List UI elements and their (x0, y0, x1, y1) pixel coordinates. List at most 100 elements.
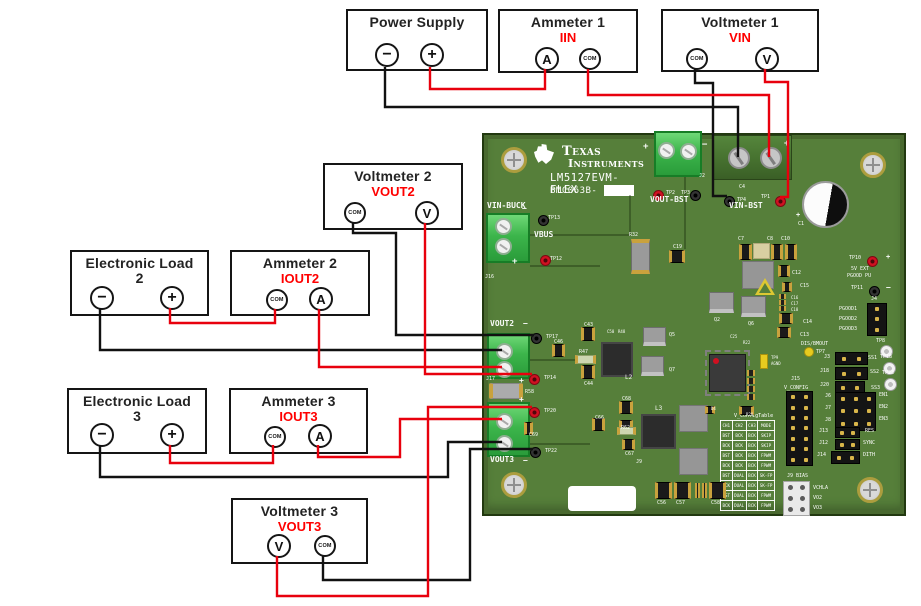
silkscreen-label: C44 (584, 381, 594, 387)
ammeter-1-title: Ammeter 1 (530, 14, 606, 30)
pcb-tpr (775, 196, 786, 207)
pcb-hole (501, 147, 527, 173)
pin (839, 442, 844, 447)
config-cell: BCK (745, 450, 759, 461)
electronic-load-2-pos-terminal: + (160, 286, 184, 310)
pin (791, 405, 796, 410)
config-cell: CH1 (720, 420, 733, 431)
ammeter-2: Ammeter 2 IOUT2 COM A (230, 250, 370, 316)
config-cell: BCK (731, 440, 747, 451)
silkscreen-label: TP7 (816, 349, 826, 355)
pin (803, 416, 808, 421)
voltmeter-2-com-terminal: COM (344, 202, 366, 224)
ammeter-1: Ammeter 1 IIN A COM (498, 9, 638, 73)
silkscreen-label: C13 (800, 332, 810, 338)
pin (851, 442, 856, 447)
silkscreen-label: Q6 (748, 321, 755, 327)
silkscreen-label: C43 (584, 322, 594, 328)
config-cell: BCK (720, 500, 733, 511)
pin (875, 327, 879, 332)
silkscreen-label: PGOOD3 (839, 326, 858, 332)
pcb-capt (747, 378, 755, 384)
silkscreen-label: Q7 (669, 367, 676, 373)
pcb-cap (581, 327, 595, 341)
pcb-hole (860, 152, 886, 178)
pcb-cap (778, 265, 790, 277)
pin (841, 356, 846, 361)
silkscreen-label: TP4 (737, 197, 747, 203)
config-cell: CH3 (745, 420, 759, 431)
pcb-tpb (869, 286, 880, 297)
pcb-tpr (867, 256, 878, 267)
pcb-trace (530, 443, 590, 445)
silkscreen-label: + (519, 376, 524, 385)
silkscreen-label: DITH (863, 452, 876, 458)
config-cell: DUAL (731, 500, 747, 511)
ammeter-1-measure: IIN (559, 30, 577, 45)
config-cell: BCK (731, 450, 747, 461)
pcb-trace (530, 234, 630, 236)
silkscreen-label: R47 (579, 349, 589, 355)
silkscreen-label: J20 (820, 382, 830, 388)
config-cell: DUAL (731, 480, 747, 491)
pcb-screww (658, 142, 675, 159)
silkscreen-label: EN3 (879, 416, 889, 422)
voltmeter-2-measure: VOUT2 (371, 184, 415, 199)
config-table-title: V_ConfigTable (734, 413, 774, 419)
pin (857, 371, 862, 376)
pcb-cap (777, 327, 791, 338)
power-supply-title: Power Supply (369, 14, 465, 30)
config-cell: FPWM (757, 460, 775, 471)
config-cell: DUAL (731, 490, 747, 501)
ammeter-3: Ammeter 3 IOUT3 COM A (229, 388, 368, 454)
pcb-cap (619, 401, 633, 414)
pcb-cap (705, 406, 715, 414)
silkscreen-label: C17 (791, 301, 799, 306)
silkscreen-label: J7 (825, 405, 832, 411)
pcb-cap (655, 482, 672, 499)
silkscreen-label: TP14 (544, 375, 557, 381)
electronic-load-3-pos-terminal: + (160, 423, 184, 447)
config-cell: BCK (745, 430, 759, 441)
silkscreen-label: C46 (554, 339, 564, 345)
silkscreen-label: SS2 (870, 369, 880, 375)
pin (857, 356, 862, 361)
pcb-screww (496, 435, 513, 452)
pcb-cap (592, 418, 605, 431)
pcb-warn (755, 278, 775, 295)
pin (803, 436, 808, 441)
silkscreen-label: C4 (739, 184, 746, 190)
silkscreen-label: PGOOD2 (839, 316, 858, 322)
pcb-resg (575, 355, 596, 364)
pcb-resg (617, 427, 636, 435)
pcb-cap (771, 244, 783, 260)
pcb-screww (680, 143, 697, 160)
silkscreen-label: VOUT2 (490, 319, 515, 328)
pin (803, 447, 808, 452)
config-cell: BCK (745, 480, 759, 491)
pcb-tpb (690, 190, 701, 201)
pin (850, 455, 855, 460)
silkscreen-label: C50 (607, 329, 615, 334)
pcb-hole (857, 477, 883, 503)
pcb-capt (779, 294, 786, 299)
pcb-cap (709, 482, 726, 499)
ammeter-3-title: Ammeter 3 (261, 393, 336, 409)
pcb-fet (709, 292, 734, 313)
pcb-cap (622, 439, 635, 450)
electronic-load-3-neg-terminal: − (90, 423, 114, 447)
silkscreen-label: VBUS (534, 230, 554, 239)
silkscreen-label: J12 (819, 440, 829, 446)
config-cell: CH2 (731, 420, 747, 431)
silkscreen-label: SS3 (871, 385, 881, 391)
config-cell: BCK (745, 440, 759, 451)
silkscreen-label: AGND (771, 361, 781, 366)
silkscreen-label: TP11 (851, 285, 864, 291)
config-cell: BCK (745, 460, 759, 471)
pcb-fet (643, 327, 666, 346)
voltmeter-1-com-terminal: COM (686, 48, 708, 70)
pcb-indd (641, 414, 676, 449)
pcb-cap (552, 344, 565, 357)
silkscreen-label: J18 (820, 368, 830, 374)
pcb-tpb (538, 215, 549, 226)
